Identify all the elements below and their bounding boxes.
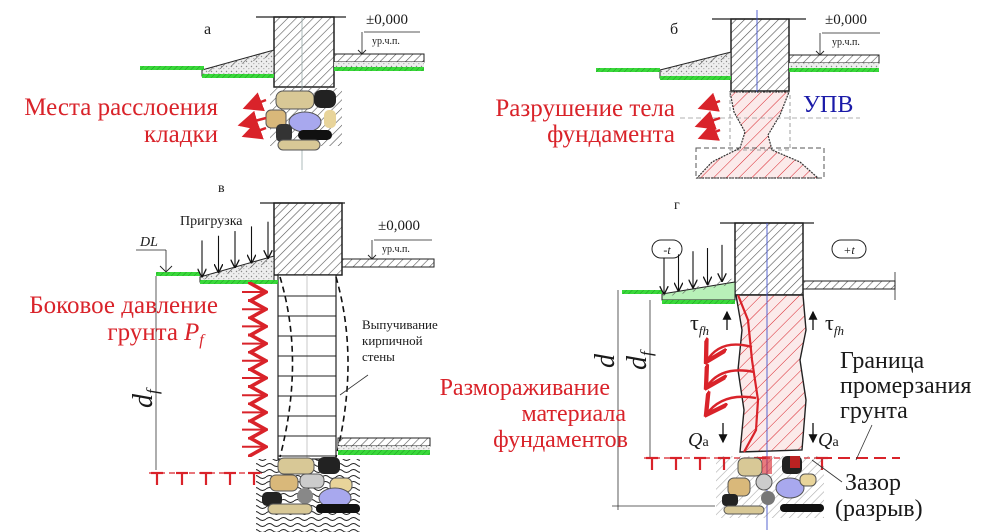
blind-area-coating	[662, 278, 735, 297]
rubble-stones	[262, 457, 360, 515]
depth-df-label: df	[622, 349, 656, 370]
floor-slab	[802, 280, 896, 290]
gap-label-line2: (разрыв)	[835, 496, 923, 522]
rubble-stones	[265, 90, 336, 151]
panel-g: г -t +t τfh τfh	[440, 198, 971, 530]
ground-surface-left-lower	[660, 76, 731, 80]
shear-label-right: τfh	[825, 310, 844, 338]
floor-slab	[788, 54, 880, 64]
ground-surface-left-lower	[202, 74, 274, 78]
wall	[734, 222, 804, 296]
load-label-right: Qa	[818, 429, 839, 451]
thaw-front	[736, 294, 760, 453]
wall	[273, 16, 335, 88]
foundation-body	[735, 294, 807, 453]
gap-label-line1: Зазор	[845, 470, 901, 496]
ground-surface-inner	[338, 450, 430, 455]
frost-label-line3: грунта	[840, 398, 908, 424]
caption-line1: Места расслоения	[24, 94, 218, 121]
destruction-arrows	[694, 92, 721, 141]
pressure-symbol: Pf	[183, 319, 206, 349]
wall	[730, 18, 790, 92]
groundwater-level-label: УПВ	[803, 92, 853, 118]
surcharge-arrows	[664, 244, 722, 294]
dl-label: DL	[139, 235, 158, 250]
panel-b: б ±0,000 ур.ч.п. УПВ Разрушение тела фун…	[495, 10, 880, 179]
ground-surface-left-lower	[200, 280, 278, 284]
caption-line1: Боковое давление	[29, 292, 218, 319]
ground-surface-left	[622, 290, 662, 294]
level-marker-icon	[815, 50, 825, 56]
temp-outside-badge: -t	[651, 239, 683, 259]
floor-level-label: ур.ч.п.	[382, 244, 410, 255]
temp-inside-badge: +t	[831, 239, 867, 259]
original-foundation-outline	[729, 91, 791, 151]
caption-line2: фундамента	[547, 121, 675, 148]
surcharge-arrows	[202, 221, 268, 277]
floor-slab	[333, 53, 425, 63]
caption-line1: Размораживание	[440, 375, 610, 401]
elevation-label: ±0,000	[378, 218, 420, 234]
caption-line3: фундаментов	[493, 427, 628, 453]
panel-b-letter: б	[670, 21, 678, 38]
panel-v-letter: в	[218, 181, 225, 196]
temp-outside-label: -t	[663, 243, 671, 257]
rubble-stones	[722, 456, 824, 515]
elevation-label: ±0,000	[366, 12, 408, 28]
frost-label-line2: промерзания	[840, 373, 971, 399]
ground-surface-left	[596, 68, 660, 72]
buckling-label-line2: кирпичной	[362, 333, 423, 348]
original-footing-outline	[695, 147, 825, 179]
caption-line2: кладки	[144, 121, 218, 148]
ground-surface-left	[140, 66, 204, 70]
buckling-curve-right	[335, 276, 349, 458]
brick-courses	[278, 295, 336, 457]
frost-label-line1: Граница	[840, 348, 925, 374]
lower-floor-slab	[337, 437, 431, 447]
buckling-label-line3: стены	[362, 349, 395, 364]
caption-line1: Разрушение тела	[495, 95, 675, 122]
gap-label-leader	[811, 459, 843, 483]
wall	[273, 202, 343, 276]
depth-d-label: d	[590, 353, 621, 368]
depth-df-label: df	[128, 387, 162, 408]
floor-level-label: ур.ч.п.	[832, 37, 860, 48]
ground-surface-left-lower	[662, 300, 735, 304]
buckling-curve-left	[279, 276, 294, 458]
brick-wall	[277, 274, 337, 460]
frost-label-leader	[855, 424, 873, 461]
eroded-foundation	[695, 91, 820, 179]
floor-level-label: ур.ч.п.	[372, 36, 400, 47]
caption-line2: материала	[521, 401, 626, 427]
level-marker-icon	[367, 254, 377, 260]
floor-bedding	[789, 63, 879, 68]
ground-surface-right	[789, 68, 879, 72]
lateral-pressure-arrows	[242, 292, 266, 447]
delamination-arrows	[237, 92, 267, 140]
panel-a: а ±0,000 ур.ч.п.	[24, 12, 425, 170]
panel-v: в Выпучивание кирпичной стены Пригрузка …	[29, 181, 438, 532]
dl-marker-icon	[159, 265, 173, 273]
shear-label-left: τfh	[690, 310, 709, 338]
ground-surface-right	[334, 67, 424, 71]
load-label-left: Qa	[688, 429, 709, 451]
ground-surface-left	[156, 272, 200, 276]
frost-depth-marks	[149, 471, 262, 485]
temp-inside-label: +t	[843, 243, 855, 257]
lower-floor-bedding	[338, 446, 430, 450]
surcharge-label: Пригрузка	[180, 214, 243, 229]
buckling-leader	[339, 374, 369, 396]
elevation-label: ±0,000	[825, 12, 867, 28]
blind-area-coating	[660, 52, 731, 73]
blind-area-coating	[202, 50, 274, 73]
thawing-arrows	[706, 345, 757, 415]
floor-bedding	[334, 62, 424, 67]
caption-line2: грунта	[107, 319, 178, 346]
panel-a-letter: а	[204, 21, 211, 38]
floor-slab	[341, 258, 435, 268]
panel-g-letter: г	[674, 198, 680, 213]
buckling-label-line1: Выпучивание	[362, 317, 438, 332]
